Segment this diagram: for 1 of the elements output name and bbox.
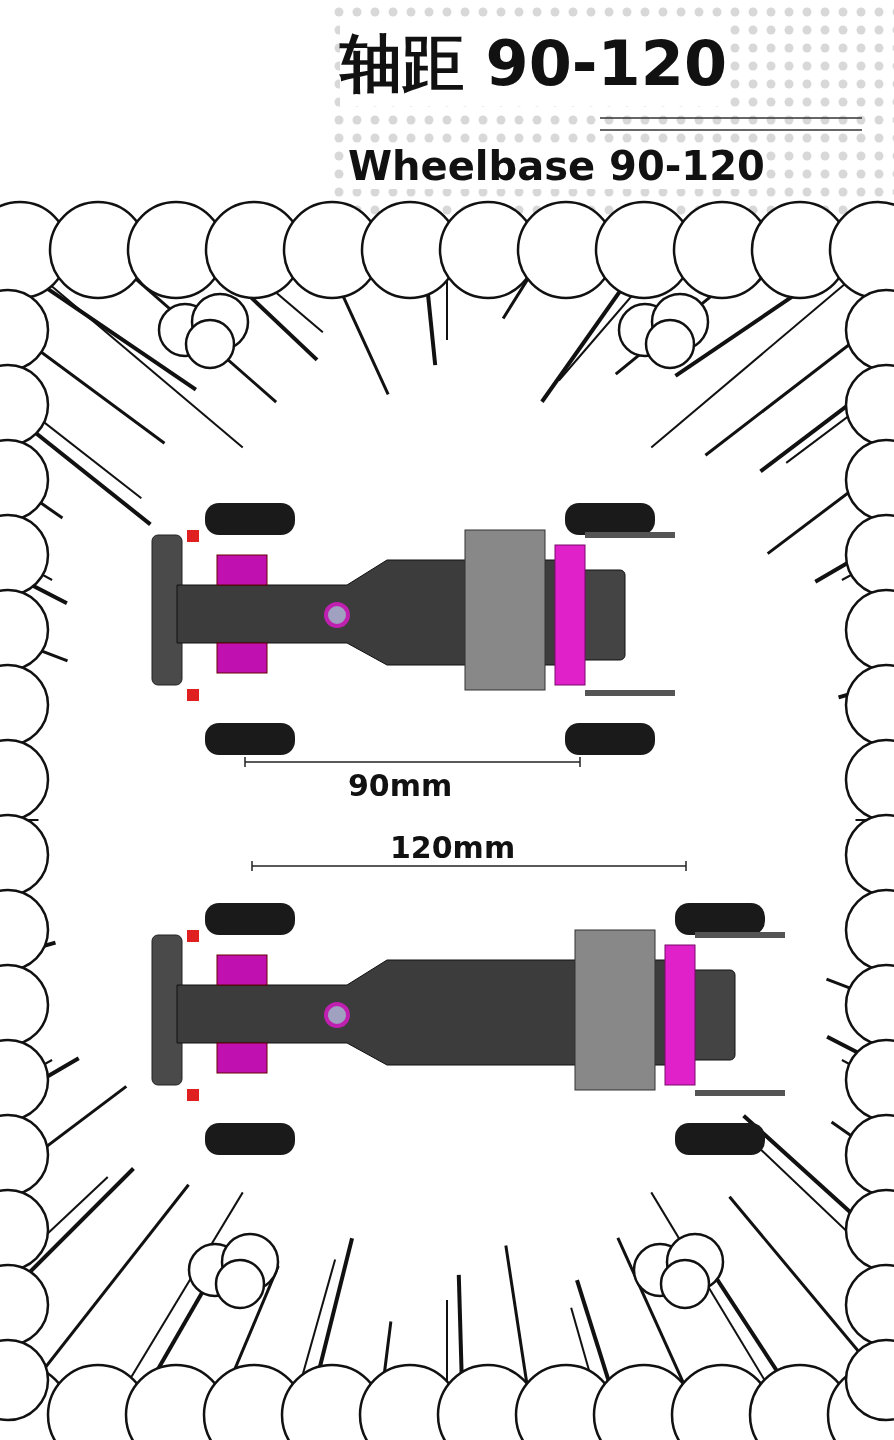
title: 轴距 90-120	[340, 22, 727, 106]
